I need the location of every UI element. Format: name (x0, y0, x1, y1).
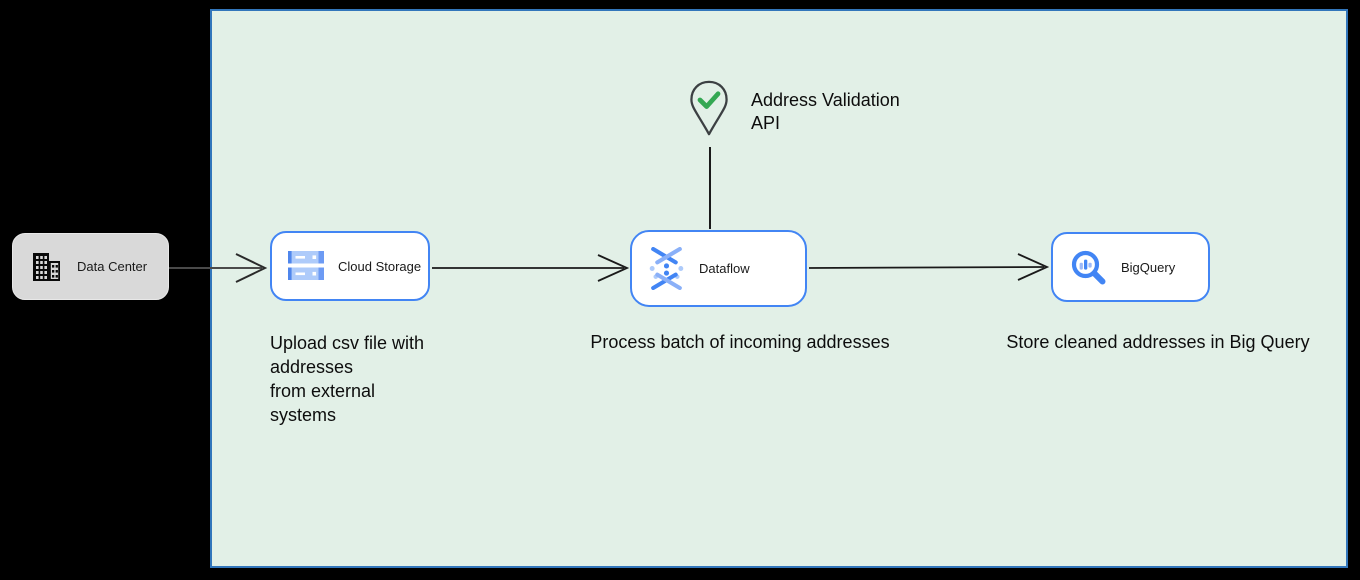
node-bigquery[interactable]: BigQuery (1051, 232, 1210, 302)
address-validation-api-label: Address Validation API (751, 90, 900, 133)
node-cloud-storage[interactable]: Cloud Storage (270, 231, 430, 301)
node-dataflow[interactable]: Dataflow (630, 230, 807, 307)
caption-upload-csv: Upload csv file with addresses from exte… (270, 333, 425, 425)
node-label-data-center: Data Center (77, 259, 148, 274)
dataflow-icon (648, 247, 685, 290)
caption-store-cleaned: Store cleaned addresses in Big Query (1006, 332, 1310, 352)
node-label-dataflow: Dataflow (699, 261, 750, 276)
map-pin-check-icon[interactable] (687, 80, 731, 137)
node-label-cloud-storage: Cloud Storage (338, 258, 422, 274)
cloud-storage-icon (288, 250, 324, 282)
caption-process-batch: Process batch of incoming addresses (590, 332, 890, 352)
bigquery-icon (1069, 248, 1107, 286)
building-icon (29, 250, 63, 284)
node-label-bigquery: BigQuery (1121, 259, 1176, 275)
node-data-center[interactable]: Data Center (12, 233, 169, 300)
